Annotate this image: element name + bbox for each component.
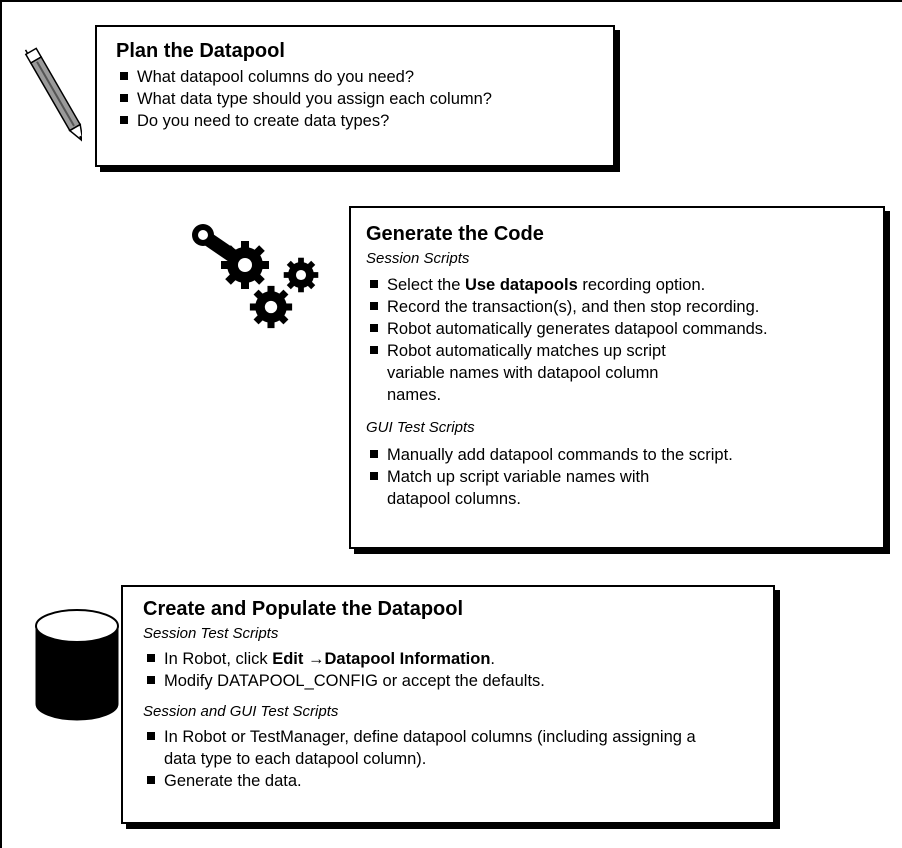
session-test-scripts-heading: Session Test Scripts	[143, 625, 279, 642]
bullet-icon	[147, 654, 155, 662]
database-icon	[35, 609, 119, 721]
bullet-icon	[120, 94, 128, 102]
list-item: Do you need to create data types?	[116, 110, 599, 132]
create-box: Create and Populate the Datapool Session…	[121, 585, 775, 824]
bullet-icon	[370, 346, 378, 354]
gui-scripts-heading: GUI Test Scripts	[366, 419, 475, 436]
create-title: Create and Populate the Datapool	[143, 598, 464, 620]
plan-title: Plan the Datapool	[116, 40, 285, 62]
generate-title: Generate the Code	[366, 223, 544, 245]
list-item: What data type should you assign each co…	[116, 88, 599, 110]
session-scripts-heading: Session Scripts	[366, 250, 470, 267]
list-item: What datapool columns do you need?	[116, 66, 599, 88]
bullet-icon	[370, 280, 378, 288]
bullet-icon	[370, 450, 378, 458]
list-item: Select the Use datapools recording optio…	[366, 274, 867, 296]
bullet-icon	[370, 324, 378, 332]
list-item: Modify DATAPOOL_CONFIG or accept the def…	[143, 670, 757, 692]
list-item: Robot automatically generates datapool c…	[366, 318, 867, 340]
list-item: Manually add datapool commands to the sc…	[366, 444, 867, 466]
bullet-icon	[120, 72, 128, 80]
bullet-icon	[120, 116, 128, 124]
list-item: Match up script variable names with data…	[366, 466, 867, 510]
list-item: In Robot, click Edit →Datapool Informati…	[143, 648, 757, 670]
session-gui-list: In Robot or TestManager, define datapool…	[143, 726, 757, 792]
list-item: Record the transaction(s), and then stop…	[366, 296, 867, 318]
list-item: In Robot or TestManager, define datapool…	[143, 726, 757, 770]
plan-list: What datapool columns do you need? What …	[116, 66, 599, 132]
gears-icon	[192, 224, 319, 329]
bullet-icon	[370, 302, 378, 310]
arrow-icon: →	[307, 650, 325, 668]
bullet-icon	[147, 676, 155, 684]
plan-box: Plan the Datapool What datapool columns …	[95, 25, 615, 167]
session-scripts-list: Select the Use datapools recording optio…	[366, 274, 867, 406]
pencil-icon	[24, 47, 82, 148]
session-gui-heading: Session and GUI Test Scripts	[143, 703, 339, 720]
session-test-scripts-list: In Robot, click Edit →Datapool Informati…	[143, 648, 757, 692]
gui-scripts-list: Manually add datapool commands to the sc…	[366, 444, 867, 510]
bullet-icon	[370, 472, 378, 480]
list-item: Robot automatically matches up script va…	[366, 340, 867, 406]
bullet-icon	[147, 776, 155, 784]
bullet-icon	[147, 732, 155, 740]
list-item: Generate the data.	[143, 770, 757, 792]
generate-box: Generate the Code Session Scripts Select…	[349, 206, 885, 549]
